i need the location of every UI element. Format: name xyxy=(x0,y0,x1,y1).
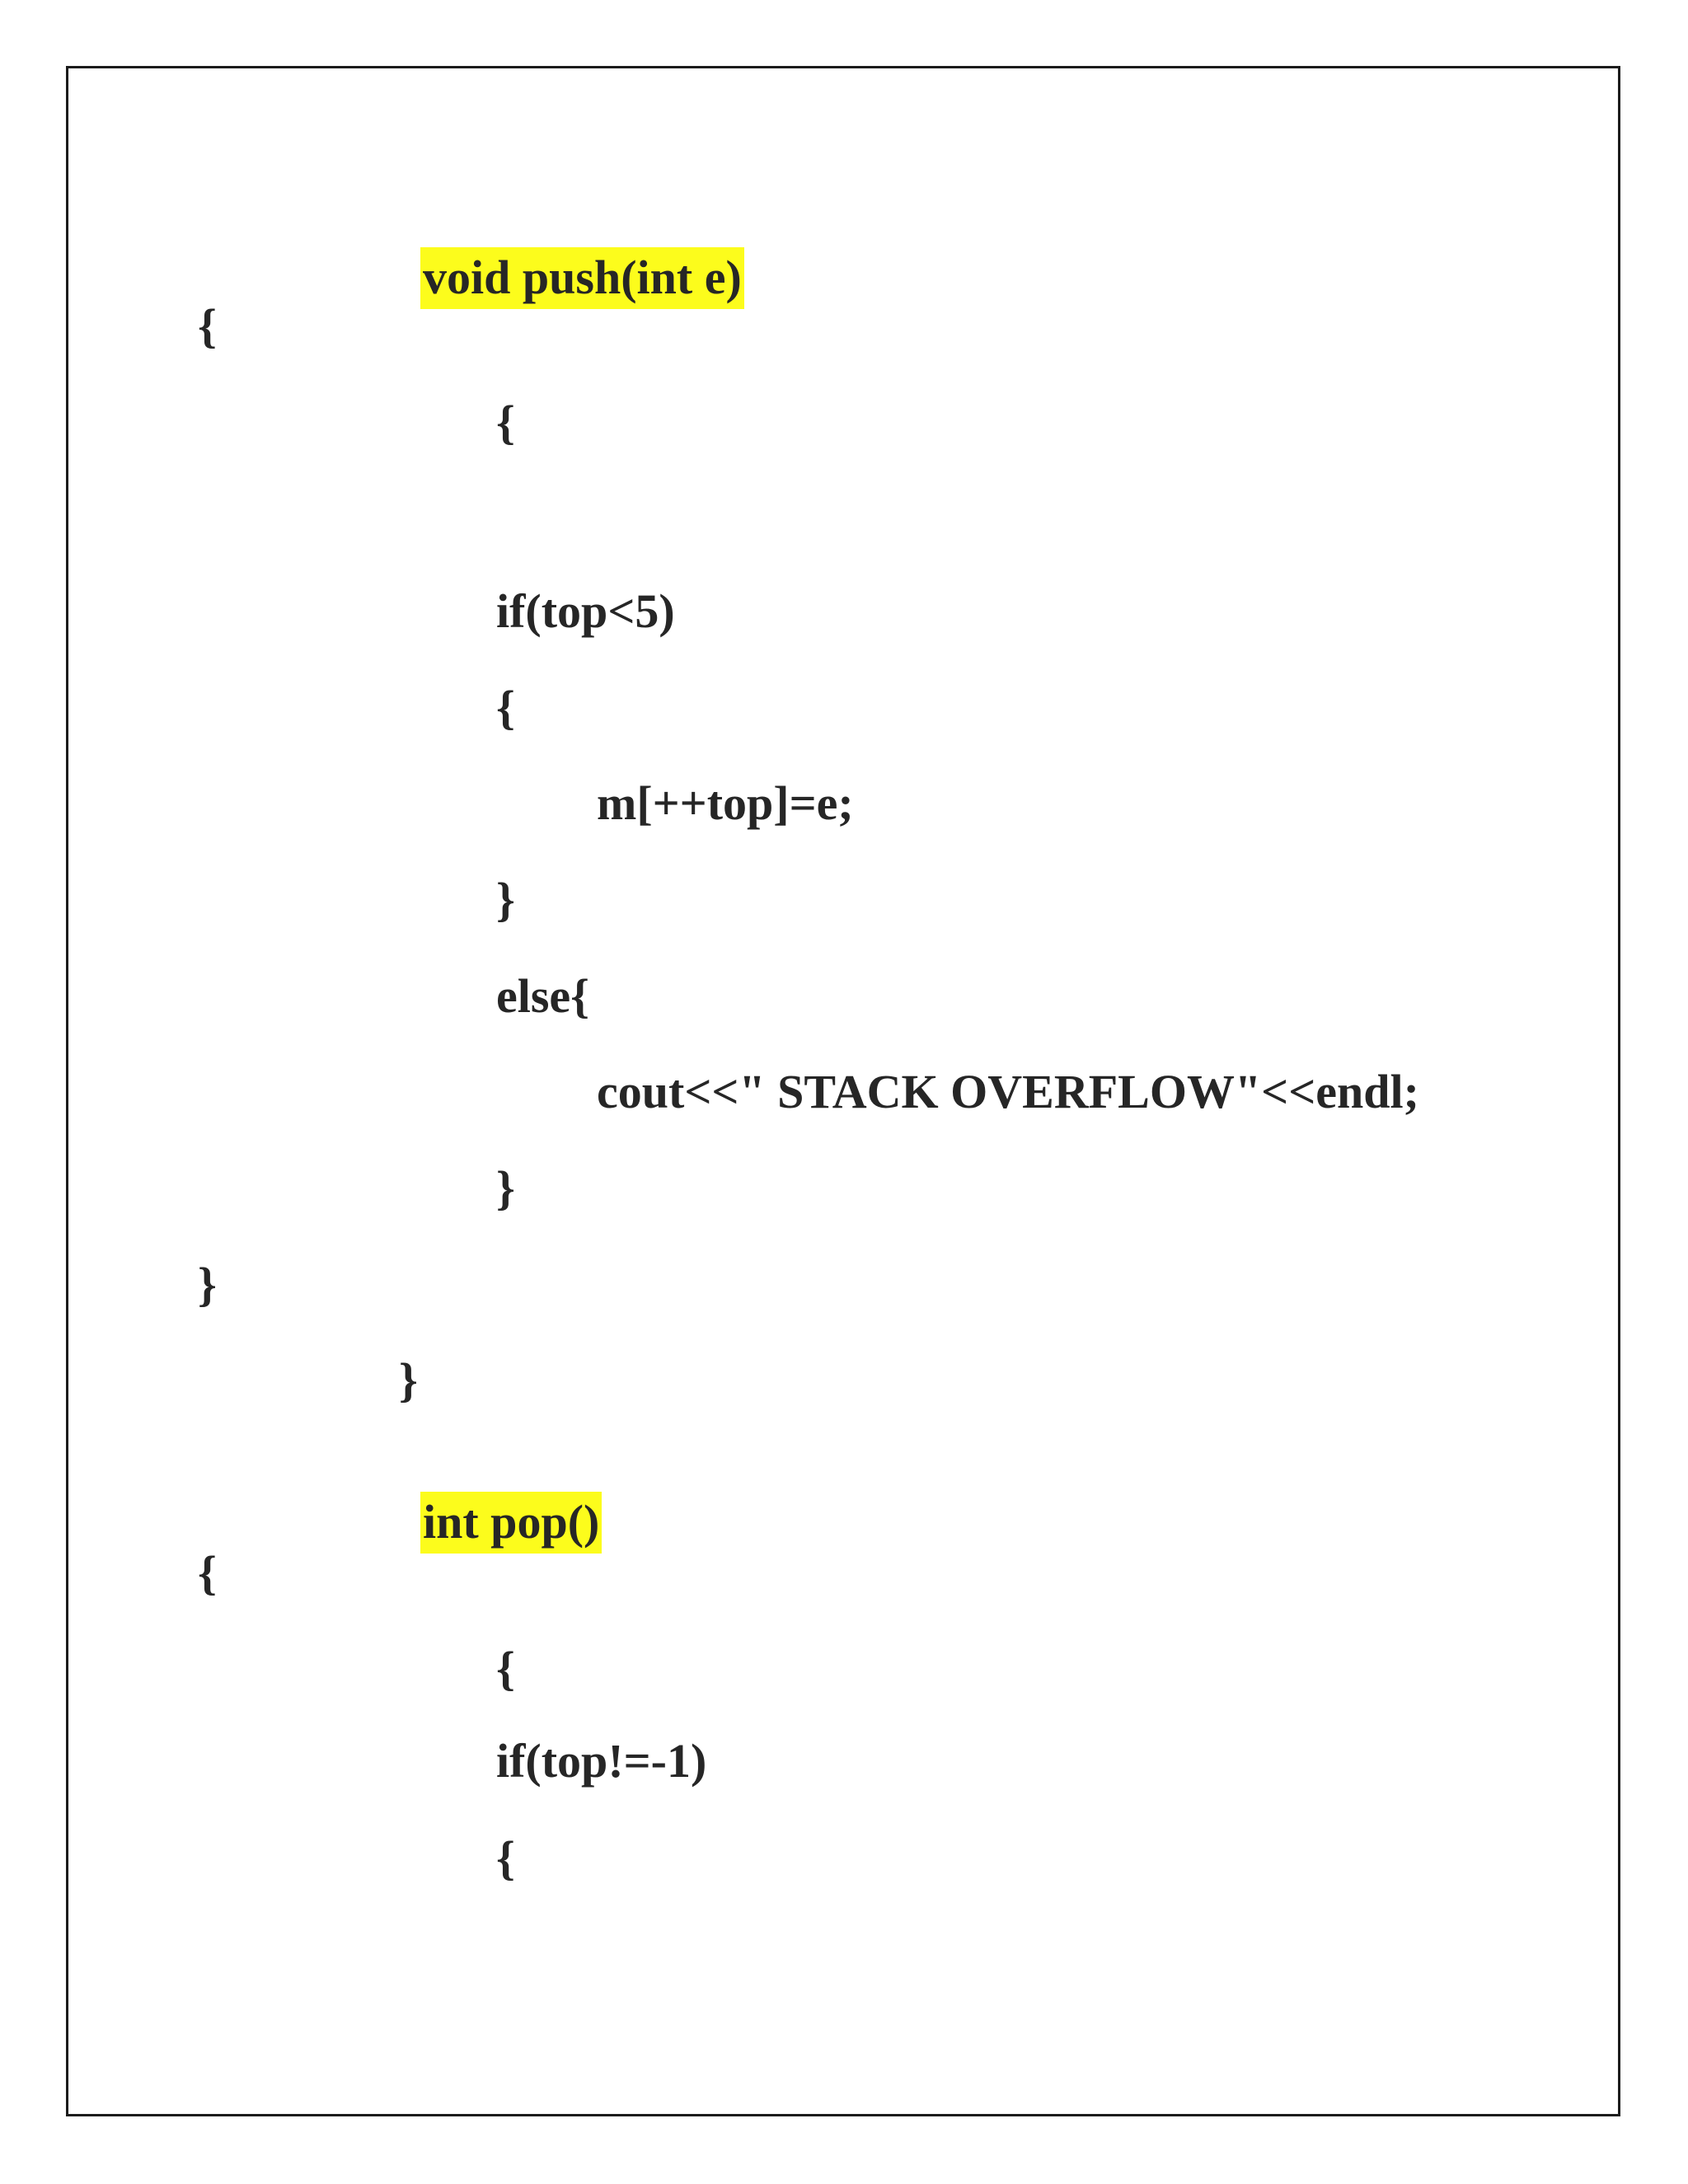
highlighted-function-signature: void push(int e) xyxy=(420,247,744,309)
code-line-pop-signature: int pop() xyxy=(399,1451,603,1554)
page-frame xyxy=(66,66,1620,2116)
code-line-brace: { xyxy=(198,299,217,353)
highlighted-function-signature: int pop() xyxy=(420,1492,603,1554)
code-line-brace: } xyxy=(198,1258,217,1311)
code-line-push-signature: void push(int e) xyxy=(399,206,744,309)
code-line-brace: } xyxy=(496,873,515,926)
code-line-brace: } xyxy=(399,1353,418,1407)
code-line-if-condition: if(top!=-1) xyxy=(496,1734,707,1788)
code-line-brace: { xyxy=(496,396,515,449)
code-line-else: else{ xyxy=(496,969,590,1023)
code-line-brace: { xyxy=(496,1642,515,1695)
code-line-brace: { xyxy=(198,1546,217,1600)
code-line-if-condition: if(top<5) xyxy=(496,584,675,638)
code-line-assignment: m[++top]=e; xyxy=(597,776,854,830)
code-line-cout: cout<<" STACK OVERFLOW"<<endl; xyxy=(597,1065,1419,1118)
code-line-brace: { xyxy=(496,1831,515,1885)
code-line-brace: { xyxy=(496,681,515,734)
code-line-brace: } xyxy=(496,1161,515,1215)
